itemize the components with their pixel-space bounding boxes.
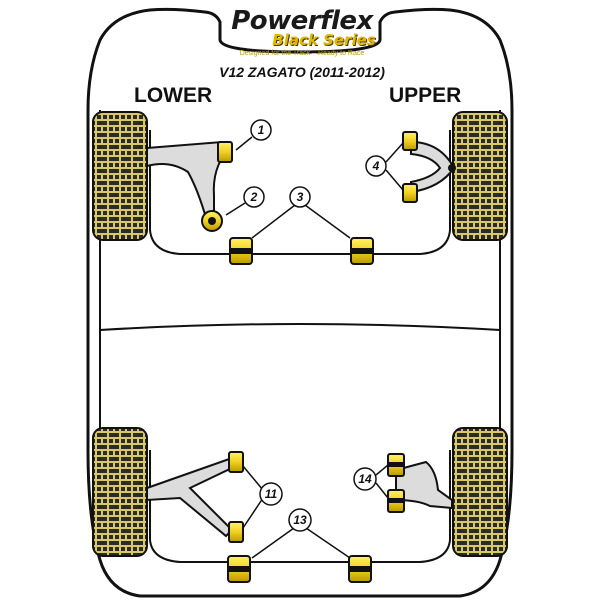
front-left-tyre (92, 111, 148, 241)
rear-upper-arm (395, 460, 453, 510)
front-upper-bush-bottom (402, 183, 418, 203)
car-body-outline (86, 7, 514, 598)
callout-2-label: 2 (250, 190, 258, 204)
callout-11: 11 (259, 482, 283, 506)
front-arch-line (149, 130, 451, 255)
front-lower-front-bush (217, 141, 233, 163)
rear-lower-arm (146, 456, 238, 538)
callout-2: 2 (243, 186, 265, 208)
callout-3: 3 (289, 186, 311, 208)
front-upper-arm (410, 140, 456, 194)
callout-3-label: 3 (297, 190, 304, 204)
callout-4-label: 4 (372, 159, 380, 173)
rear-lower-bush-bottom (228, 521, 244, 543)
model-title: V12 ZAGATO (2011-2012) (219, 64, 385, 80)
callout-13: 13 (288, 508, 312, 532)
brand-title: Powerflex (231, 6, 373, 36)
mid-body-line (99, 323, 501, 331)
front-lower-arm (146, 140, 230, 220)
leader-lines (225, 136, 404, 559)
callout-4: 4 (365, 155, 387, 177)
front-upper-balljoint (448, 164, 456, 172)
callout-1-label: 1 (258, 123, 265, 137)
callout-14: 14 (353, 467, 377, 491)
upper-label: UPPER (389, 84, 462, 107)
callout-14-label: 14 (358, 472, 372, 486)
rear-lower-bush-top (228, 451, 244, 473)
front-right-tyre (452, 111, 508, 241)
powerflex-logo: Powerflex Black Series Designed for the … (218, 6, 386, 60)
front-upper-bush-top (402, 131, 418, 151)
brand-series: Black Series (272, 31, 376, 49)
rear-right-tyre (452, 427, 508, 557)
callout-13-label: 13 (293, 513, 307, 527)
callout-1: 1 (250, 119, 272, 141)
rear-arch-line (149, 450, 451, 563)
rear-left-tyre (92, 427, 148, 557)
lower-label: LOWER (134, 84, 213, 107)
brand-tagline: Designed for the Track – Ready to Race (239, 50, 365, 57)
callout-11-label: 11 (265, 487, 278, 501)
